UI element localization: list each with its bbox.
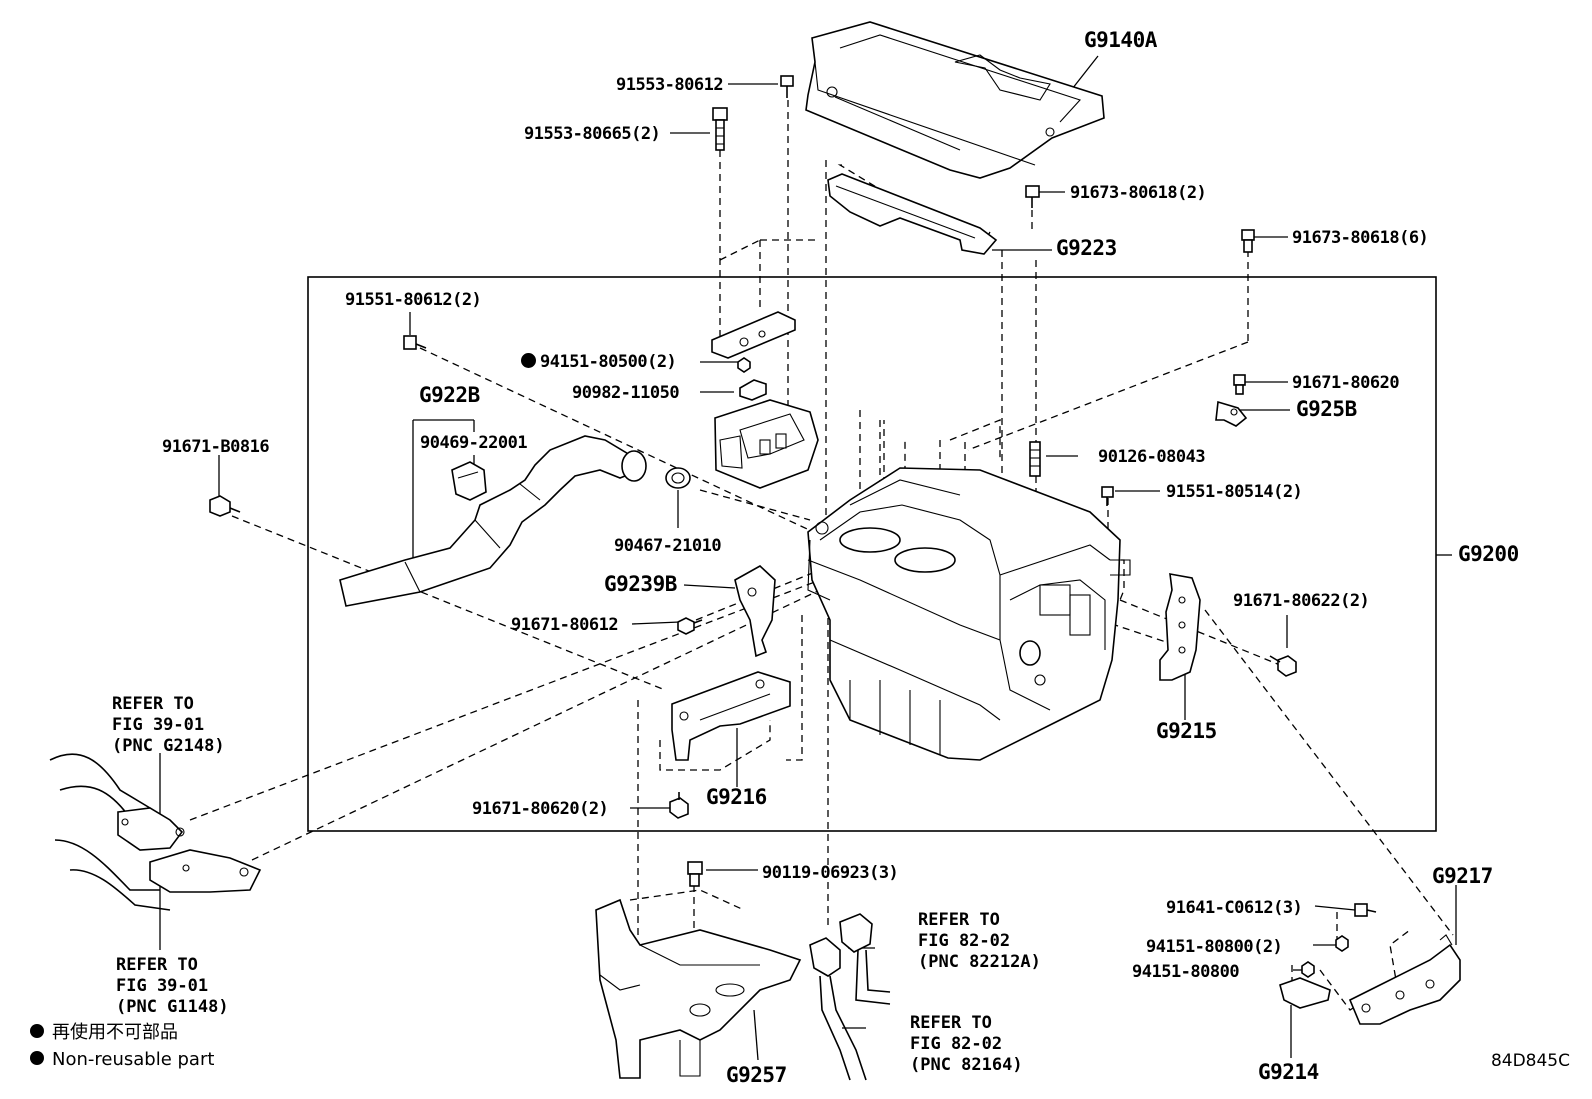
non-reusable-marker <box>521 352 536 368</box>
bolt-91551-80612 <box>403 335 427 350</box>
reference-note-g2148: REFER TO FIG 39-01 (PNC G2148) <box>112 694 225 757</box>
legend-japanese-text: 再使用不可部品 <box>52 1022 178 1043</box>
part-number-94151-80800: 94151-80800 <box>1132 962 1240 982</box>
part-number-91553-80612: 91553-80612 <box>616 75 724 95</box>
part-number-91671-b0816: 91671-B0816 <box>162 437 270 457</box>
part-number-91673-80618-6: 91673-80618(6) <box>1292 228 1429 248</box>
bracket-g9214 <box>1279 977 1331 1009</box>
bracket-g9215 <box>1159 573 1201 681</box>
part-number-91551-80612: 91551-80612(2) <box>345 290 482 310</box>
bracket-g925b <box>1215 400 1248 427</box>
reference-line: FIG 39-01 <box>116 976 209 996</box>
bolt-91673-80618-6 <box>1241 229 1255 253</box>
part-number-94151-80500-text: 94151-80500(2) <box>540 352 677 372</box>
reference-line: REFER TO <box>112 694 194 714</box>
pnc-label-g9239b: G9239B <box>604 572 677 596</box>
reference-line: (PNC 82212A) <box>918 952 1041 972</box>
upper-cover-g9140a <box>805 21 1105 179</box>
clamp-90469-22001 <box>451 461 487 501</box>
pnc-label-g9214: G9214 <box>1258 1060 1319 1084</box>
left-hoses <box>49 753 262 911</box>
stud-90126-08043 <box>1029 441 1041 477</box>
part-number-90982-11050: 90982-11050 <box>572 383 680 403</box>
reference-line: FIG 39-01 <box>112 715 205 735</box>
bolt-91671-80620 <box>1233 374 1246 395</box>
reference-line: REFER TO <box>116 955 198 975</box>
part-number-94151-80500: 94151-80500(2) <box>521 352 677 372</box>
bracket-g9217 <box>1348 934 1461 1025</box>
pnc-label-g9217: G9217 <box>1432 864 1493 888</box>
part-number-91673-80618-2: 91673-80618(2) <box>1070 183 1207 203</box>
part-number-91671-80622: 91671-80622(2) <box>1233 591 1370 611</box>
nut-94151-80800-2 <box>1335 935 1349 952</box>
reference-line: FIG 82-02 <box>918 931 1011 951</box>
bracket-g9257 <box>595 898 802 1079</box>
bullet-dot <box>30 1024 44 1038</box>
reference-note-g1148: REFER TO FIG 39-01 (PNC G1148) <box>116 955 229 1018</box>
legend-english-text: Non-reusable part <box>52 1049 215 1070</box>
part-number-90467-21010: 90467-21010 <box>614 536 722 556</box>
bracket-plate <box>711 311 796 359</box>
part-number-94151-80800-2: 94151-80800(2) <box>1146 937 1283 957</box>
bolt-91641-c0612 <box>1354 903 1377 917</box>
pnc-label-g9257: G9257 <box>726 1063 787 1087</box>
part-number-90119-06923: 90119-06923(3) <box>762 863 899 883</box>
bolt-91671-80622 <box>1269 655 1297 677</box>
reference-line: (PNC G2148) <box>112 736 225 756</box>
nut-94151-80800 <box>1301 961 1315 978</box>
part-number-91553-80665: 91553-80665(2) <box>524 124 661 144</box>
bracket-g9216 <box>671 671 791 761</box>
assembly-frame <box>307 276 1437 832</box>
bolt-91671-b0816 <box>209 495 241 517</box>
bolt-90119-06923 <box>687 861 703 887</box>
inverter-assembly-g9200 <box>807 467 1131 761</box>
bolt-91673-80618-2 <box>1025 185 1040 208</box>
part-number-90469-22001: 90469-22001 <box>420 433 528 453</box>
part-number-91671-80612: 91671-80612 <box>511 615 619 635</box>
part-number-91671-80620: 91671-80620 <box>1292 373 1400 393</box>
connector-block <box>714 399 819 489</box>
reference-line: (PNC 82164) <box>910 1055 1023 1075</box>
nut-94151-80500 <box>737 357 751 373</box>
hose-g922b <box>339 435 647 607</box>
wire-harness <box>809 913 891 1081</box>
clip-90982-11050 <box>739 379 767 401</box>
pnc-label-g9215: G9215 <box>1156 719 1217 743</box>
bracket-g9239b <box>734 565 776 658</box>
pnc-label-g922b: G922B <box>419 383 480 407</box>
reference-line: REFER TO <box>918 910 1000 930</box>
bullet-dot <box>30 1051 44 1065</box>
pnc-label-g9216: G9216 <box>706 785 767 809</box>
bolt-91553-80612 <box>780 75 794 98</box>
part-number-91551-80514: 91551-80514(2) <box>1166 482 1303 502</box>
part-number-91641-c0612: 91641-C0612(3) <box>1166 898 1303 918</box>
bolt-91551-80514 <box>1101 486 1114 506</box>
bolt-91553-80665 <box>712 107 728 151</box>
clamp-90467-21010 <box>665 467 691 489</box>
reference-note-82164: REFER TO FIG 82-02 (PNC 82164) <box>910 1013 1023 1076</box>
bolt-91671-80612 <box>677 617 703 635</box>
reference-line: (PNC G1148) <box>116 997 229 1017</box>
bolt-91671-80620-2 <box>669 792 689 819</box>
part-number-91671-80620-2: 91671-80620(2) <box>472 799 609 819</box>
legend-english: Non-reusable part <box>30 1049 214 1071</box>
pnc-label-g9140a: G9140A <box>1084 28 1157 52</box>
gasket-g9223 <box>827 173 998 255</box>
pnc-label-g9223: G9223 <box>1056 236 1117 260</box>
reference-note-82212a: REFER TO FIG 82-02 (PNC 82212A) <box>918 910 1041 973</box>
reference-line: REFER TO <box>910 1013 992 1033</box>
part-number-90126-08043: 90126-08043 <box>1098 447 1206 467</box>
reference-line: FIG 82-02 <box>910 1034 1003 1054</box>
legend-japanese: 再使用不可部品 <box>30 1022 178 1044</box>
pnc-label-g925b: G925B <box>1296 397 1357 421</box>
pnc-label-g9200: G9200 <box>1458 542 1519 566</box>
illustration-code: 84D845C <box>1490 1051 1570 1071</box>
